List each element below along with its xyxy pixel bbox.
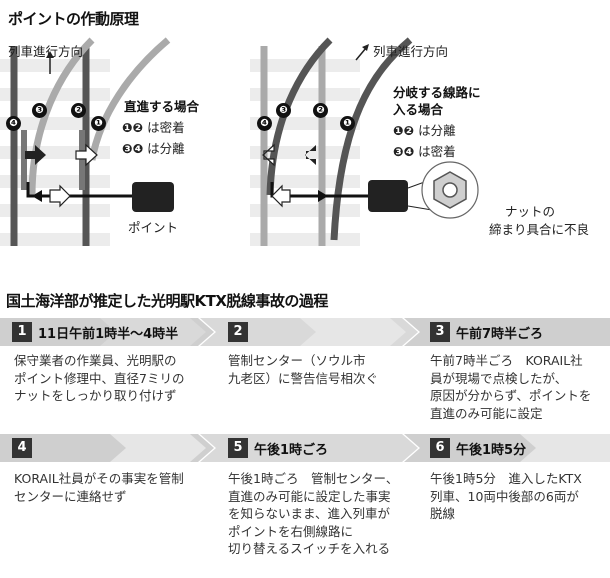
arrow-left-white-r <box>262 143 275 167</box>
point-motor-box-r <box>368 180 408 212</box>
step-4-header: 4 <box>0 434 200 462</box>
step-2-header: 2 <box>214 318 404 346</box>
rod-arrow-white <box>49 184 71 208</box>
right-panel-diagram <box>250 37 479 258</box>
step-5-description: 午後1時ごろ 管制センター、 直進のみ可能に設定した事実 を知らないまま、進入列… <box>228 471 399 556</box>
left-legend-line1: ❶❷ は密着 <box>122 120 185 135</box>
direction-label-left: 列車進行方向 <box>8 44 84 59</box>
right-legend-line1: ❶❷ は分離 <box>393 123 456 138</box>
point-mechanism-illustration <box>0 37 479 258</box>
left-legend-line2: ❸❹ は分離 <box>122 141 185 156</box>
rod-arrow-dark <box>32 190 42 202</box>
step-4-number: 4 <box>12 438 32 458</box>
marker-4-r: ❹ <box>257 116 272 131</box>
step-3-title: 午前7時半ごろ <box>456 327 544 342</box>
step-5-header: 5 午後1時ごろ <box>214 434 404 462</box>
step-5-number: 5 <box>228 438 248 458</box>
step-1-description: 保守業者の作業員、光明駅の ポイント修理中、直径7ミリの ナットをしっかり取り付… <box>14 353 185 403</box>
left-panel-diagram <box>0 37 174 258</box>
right-heading-line1: 分岐する線路に <box>393 85 481 100</box>
rail-curve-inner <box>28 37 95 196</box>
rail-curve-inner-r <box>266 37 333 196</box>
step-1-number: 1 <box>12 322 32 342</box>
arrow-right-dark <box>25 145 46 165</box>
step-3-number: 3 <box>430 322 450 342</box>
step-3-description: 午前7時半ごろ KORAIL社 員が現場で点検したが、 原因が分からず、ポイント… <box>430 353 592 421</box>
marker-3-r: ❸ <box>276 103 291 118</box>
timeline-band-2 <box>0 434 610 462</box>
step-3-header: 3 午前7時半ごろ <box>418 318 610 346</box>
linkage-rod <box>26 182 132 198</box>
step-1-header: 1 11日午前1時半～4時半 <box>0 318 200 346</box>
step-6-title: 午後1時5分 <box>456 443 527 458</box>
point-motor-label: ポイント <box>128 220 179 235</box>
timeline-title: 国土海洋部が推定した光明駅KTX脱線事故の過程 <box>6 292 328 310</box>
point-motor-box <box>132 182 174 212</box>
step-6-description: 午後1時5分 進入したKTX 列車、10両中後部の6両が 脱線 <box>430 471 582 521</box>
arrow-right-white <box>75 143 98 167</box>
step-1-title: 11日午前1時半～4時半 <box>38 327 179 342</box>
direction-arrow-right <box>355 47 367 61</box>
step-6-header: 6 午後1時5分 <box>418 434 610 462</box>
marker-1-r: ❶ <box>340 116 355 131</box>
marker-2-r: ❷ <box>313 103 328 118</box>
marker-1: ❶ <box>91 116 106 131</box>
marker-2: ❷ <box>71 103 86 118</box>
timeline-band-1 <box>0 318 610 346</box>
step-2-description: 管制センター（ソウル市 九老区）に警告信号相次ぐ <box>228 353 379 386</box>
step-2-number: 2 <box>228 322 248 342</box>
arrow-left-dark-r <box>305 145 316 165</box>
marker-3: ❸ <box>32 103 47 118</box>
diagram-title: ポイントの作動原理 <box>8 10 139 28</box>
marker-4: ❹ <box>6 116 21 131</box>
nut-label-line1: ナットの <box>505 204 556 219</box>
right-heading-line2: 入る場合 <box>393 102 444 117</box>
step-5-title: 午後1時ごろ <box>254 443 329 458</box>
step-4-description: KORAIL社員がその事実を管制 センターに連絡せず <box>14 471 184 504</box>
rail-curve-outer-r <box>330 37 413 241</box>
rail-curve-outer <box>88 37 171 161</box>
direction-label-right: 列車進行方向 <box>373 44 449 59</box>
left-heading: 直進する場合 <box>124 99 200 114</box>
nut-label-line2: 締まり具合に不良 <box>489 222 590 237</box>
right-legend-line2: ❸❹ は密着 <box>393 144 456 159</box>
step-6-number: 6 <box>430 438 450 458</box>
